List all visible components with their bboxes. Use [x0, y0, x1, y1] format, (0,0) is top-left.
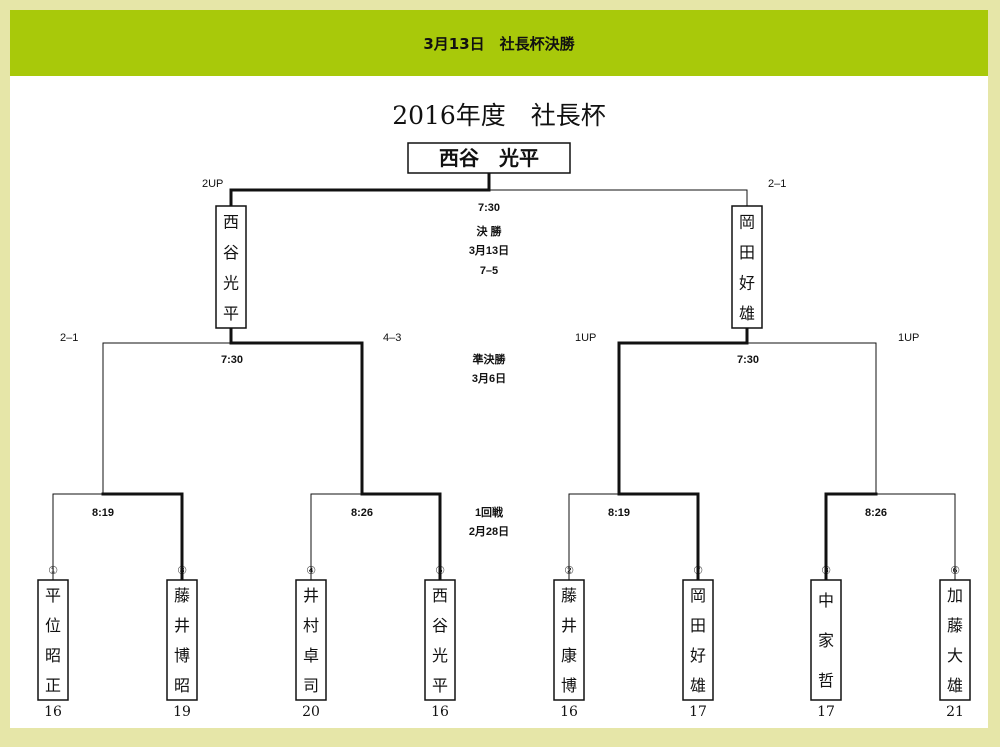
tournament-bracket: 西谷 光平 西谷光平 岡田好雄 2UP 2–1 7:30 決 勝 3月13日 7…: [37, 142, 971, 720]
player-box: [939, 579, 971, 701]
match-time-4: 8:26: [865, 507, 887, 519]
player-score: 16: [560, 704, 578, 720]
final-right-result: 2–1: [768, 178, 786, 190]
final-time: 7:30: [478, 202, 500, 214]
finalist-left-name: 西谷光平: [223, 212, 239, 323]
champion-name: 西谷 光平: [439, 146, 539, 170]
match-time-1: 8:19: [92, 507, 114, 519]
final-score: 7–5: [480, 265, 498, 277]
player-name: 加藤大雄: [947, 586, 963, 695]
player-name: 藤井博昭: [174, 586, 190, 695]
semi-right-right-result: 1UP: [898, 332, 919, 344]
first-round-name: 1回戦: [475, 505, 504, 519]
players-group: ① 平位昭正 16 ⑧ 藤井博昭 19 ④ 井村卓司 20 ⑤ 西谷光平 16 ② 藤井康博 16 ⑦ 岡田好雄…: [37, 564, 971, 720]
finalist-right-name: 岡田好雄: [739, 212, 755, 323]
player-entry: ⑦ 岡田好雄 17: [682, 564, 714, 720]
player-box: [810, 579, 842, 701]
player-seed: ⑦: [693, 564, 703, 577]
semi-left-left-result: 2–1: [60, 332, 78, 344]
player-seed: ①: [48, 564, 58, 577]
page-panel: 3月13日 社長杯決勝 2016年度 社長杯 西谷 光平 西谷光平 岡田好雄 2…: [10, 10, 988, 728]
champion-box: [407, 142, 571, 174]
player-name: 井村卓司: [303, 586, 319, 695]
player-score: 19: [173, 704, 191, 720]
player-name: 西谷光平: [432, 586, 448, 695]
first-round-date: 2月28日: [469, 525, 509, 538]
player-box: [553, 579, 585, 701]
player-box: [37, 579, 69, 701]
finalist-right-box: [731, 205, 763, 329]
player-seed: ④: [306, 564, 316, 577]
semi-round-name: 準決勝: [473, 352, 507, 366]
page-title: 2016年度 社長杯: [392, 101, 606, 130]
player-box: [295, 579, 327, 701]
player-entry: ② 藤井康博 16: [553, 564, 585, 720]
player-entry: ③ 中家哲 17: [810, 564, 842, 720]
semi-right-left-result: 1UP: [575, 332, 596, 344]
player-entry: ⑧ 藤井博昭 19: [166, 564, 198, 720]
player-name: 岡田好雄: [690, 586, 706, 695]
match-time-3: 8:19: [608, 507, 630, 519]
player-box: [424, 579, 456, 701]
player-box: [682, 579, 714, 701]
player-score: 21: [946, 704, 964, 720]
player-score: 16: [44, 704, 62, 720]
player-name: 平位昭正: [45, 586, 61, 695]
final-left-result: 2UP: [202, 178, 223, 190]
finalist-left-box: [215, 205, 247, 329]
player-seed: ⑤: [435, 564, 445, 577]
semi-right-time: 7:30: [737, 354, 759, 366]
header-title: 3月13日 社長杯決勝: [423, 34, 575, 53]
player-name: 中家哲: [818, 591, 834, 690]
player-score: 17: [689, 704, 707, 720]
player-seed: ⑥: [950, 564, 960, 577]
player-score: 17: [817, 704, 835, 720]
header-bar: 3月13日 社長杯決勝: [10, 10, 988, 76]
player-seed: ②: [564, 564, 574, 577]
player-seed: ③: [821, 564, 831, 577]
semi-date: 3月6日: [472, 372, 506, 385]
bracket-lines: [52, 171, 956, 582]
player-entry: ⑥ 加藤大雄 21: [939, 564, 971, 720]
final-date: 3月13日: [469, 244, 509, 257]
player-score: 16: [431, 704, 449, 720]
player-entry: ⑤ 西谷光平 16: [424, 564, 456, 720]
player-name: 藤井康博: [561, 586, 577, 695]
match-time-2: 8:26: [351, 507, 373, 519]
player-entry: ① 平位昭正 16: [37, 564, 69, 720]
semi-left-time: 7:30: [221, 354, 243, 366]
player-box: [166, 579, 198, 701]
semi-left-right-result: 4–3: [383, 332, 401, 344]
player-entry: ④ 井村卓司 20: [295, 564, 327, 720]
final-round-name: 決 勝: [476, 224, 502, 238]
player-score: 20: [302, 704, 320, 720]
player-seed: ⑧: [177, 564, 187, 577]
